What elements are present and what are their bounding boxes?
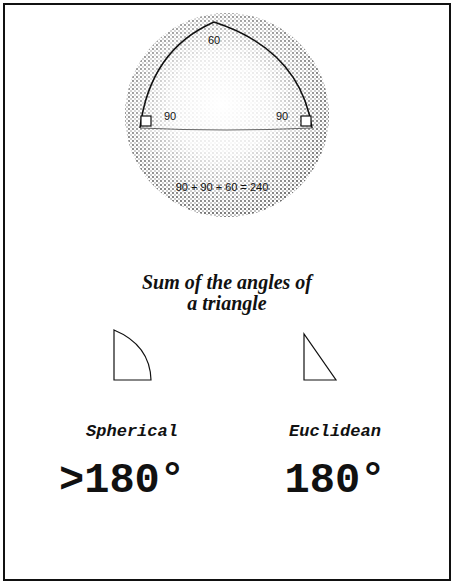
geometry-name: Spherical	[86, 423, 178, 442]
sphere	[125, 13, 329, 217]
triangle-side	[140, 22, 214, 128]
angle-label: 90	[276, 110, 288, 122]
angle-sum-value: 180°	[285, 458, 386, 504]
sphere-highlight	[125, 13, 329, 217]
triangle-side	[214, 22, 312, 128]
geometry-name: Euclidean	[289, 423, 381, 442]
spherical-triangle-icon	[114, 330, 151, 380]
angle-label: 60	[208, 34, 220, 46]
euclidean-triangle-icon	[304, 334, 336, 380]
right-angle-mark	[141, 116, 151, 126]
heading: Sum of the angles of a triangle	[139, 272, 315, 314]
angle-label: 90	[164, 110, 176, 122]
angle-sum-value: >180°	[59, 458, 185, 504]
sum-equation: 90 + 90 + 60 = 240	[176, 181, 269, 193]
frame-border	[4, 4, 450, 580]
triangle-base	[140, 128, 312, 130]
right-angle-mark	[301, 116, 311, 126]
